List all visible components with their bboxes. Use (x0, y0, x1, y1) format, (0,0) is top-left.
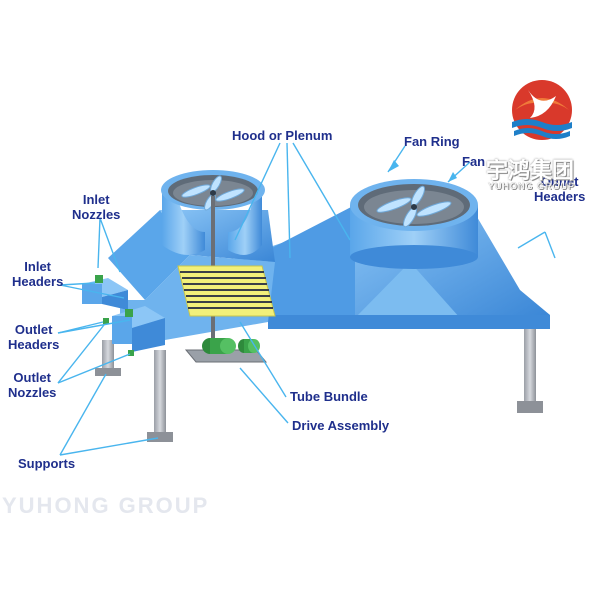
support-left-front (154, 350, 166, 436)
drive-assembly-graphic (184, 338, 268, 363)
label-supports: Supports (18, 456, 76, 471)
leader-arrowheads (388, 160, 457, 182)
label-drive-assembly: Drive Assembly (292, 418, 390, 433)
label-hood-or-plenum: Hood or Plenum (232, 128, 333, 143)
red-sun-bird-logo-icon (512, 80, 572, 140)
label-fan-ring: Fan Ring (404, 134, 460, 149)
logo-chinese-text: 宇鸿集团 (486, 158, 575, 183)
right-deck-edge (268, 315, 550, 329)
logo-english-text: YUHONG GROUP (488, 181, 576, 191)
support-left-rear-base (95, 368, 121, 376)
leader-lines (57, 142, 556, 456)
inlet-nozzle-marker (95, 275, 103, 283)
label-tube-bundle: Tube Bundle (290, 389, 368, 404)
watermark-text: YUHONG GROUP (2, 493, 210, 518)
right-plenum-left-face (268, 205, 355, 322)
right-fan-ring (350, 179, 478, 269)
support-left-front-base (147, 432, 173, 442)
support-left-rear (102, 340, 114, 372)
label-fan: Fan (462, 154, 486, 169)
headers-graphic (82, 275, 165, 356)
support-right (524, 325, 536, 405)
outlet-nozzle-marker (103, 318, 109, 324)
support-right-base (517, 401, 543, 413)
tube-bundle-graphic (177, 265, 276, 317)
right-plenum-pyramid (355, 262, 460, 318)
